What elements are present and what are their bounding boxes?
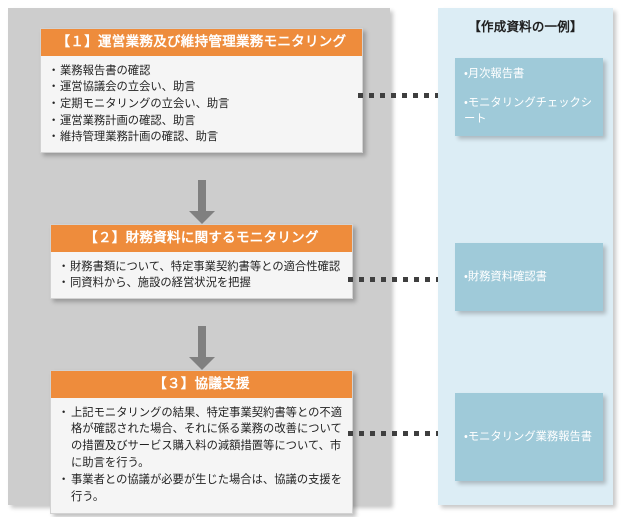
arrow-head bbox=[189, 211, 215, 224]
connector-dots bbox=[358, 93, 451, 98]
process-block-1-header: 【１】運営業務及び維持管理業務モニタリング bbox=[41, 29, 362, 56]
down-arrow-icon bbox=[189, 180, 215, 224]
list-item: 定期モニタリングの立会い、助言 bbox=[48, 96, 354, 113]
deliverable-line: ・モニタリング業務報告書 bbox=[464, 430, 593, 443]
process-block-1[interactable]: 【１】運営業務及び維持管理業務モニタリング 業務報告書の確認 運営協議会の立会い… bbox=[40, 28, 363, 154]
deliverable-line: ・財務資料確認書 bbox=[464, 270, 547, 283]
list-item: 運営協議会の立会い、助言 bbox=[48, 79, 354, 96]
list-item: 事業者との協議が必要が生じた場合は、協議の支援を行う。 bbox=[58, 472, 344, 505]
connector-dots bbox=[348, 277, 451, 282]
process-block-3-body: 上記モニタリングの結果、特定事業契約書等との不適格が確認された場合、それに係る業… bbox=[51, 398, 352, 513]
process-block-3[interactable]: 【３】協議支援 上記モニタリングの結果、特定事業契約書等との不適格が確認された場… bbox=[50, 370, 353, 514]
arrow-shaft bbox=[198, 180, 206, 211]
process-panel: 【１】運営業務及び維持管理業務モニタリング 業務報告書の確認 運営協議会の立会い… bbox=[8, 8, 390, 514]
process-block-2[interactable]: 【２】財務資料に関するモニタリング 財務書類について、特定事業契約書等との適合性… bbox=[50, 224, 353, 299]
process-block-3-header: 【３】協議支援 bbox=[51, 371, 352, 398]
list-item: 上記モニタリングの結果、特定事業契約書等との不適格が確認された場合、それに係る業… bbox=[58, 405, 344, 472]
deliverable-box-3[interactable]: ・モニタリング業務報告書 bbox=[455, 393, 603, 481]
list-item: 運営業務計画の確認、助言 bbox=[48, 113, 354, 130]
deliverable-box-1[interactable]: ・月次報告書 ・モニタリングチェックシート bbox=[455, 58, 603, 136]
process-block-2-body: 財務書類について、特定事業契約書等との適合性確認 同資料から、施設の経営状況を把… bbox=[51, 252, 352, 298]
list-item: 維持管理業務計画の確認、助言 bbox=[48, 129, 354, 146]
deliverable-box-2[interactable]: ・財務資料確認書 bbox=[455, 243, 603, 311]
list-item: 同資料から、施設の経営状況を把握 bbox=[58, 275, 344, 292]
process-block-2-header: 【２】財務資料に関するモニタリング bbox=[51, 225, 352, 252]
arrow-shaft bbox=[198, 326, 206, 357]
process-block-1-body: 業務報告書の確認 運営協議会の立会い、助言 定期モニタリングの立会い、助言 運営… bbox=[41, 56, 362, 153]
deliverable-line: ・月次報告書 bbox=[464, 68, 525, 81]
list-item: 財務書類について、特定事業契約書等との適合性確認 bbox=[58, 259, 344, 276]
arrow-head bbox=[189, 357, 215, 370]
deliverable-line: ・モニタリングチェックシート bbox=[464, 96, 593, 126]
deliverables-panel-title: 【作成資料の一例】 bbox=[468, 20, 583, 34]
list-item: 業務報告書の確認 bbox=[48, 63, 354, 80]
connector-dots bbox=[348, 431, 451, 436]
down-arrow-icon bbox=[189, 326, 215, 370]
